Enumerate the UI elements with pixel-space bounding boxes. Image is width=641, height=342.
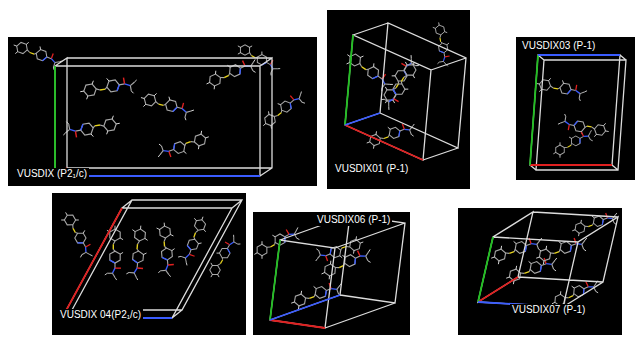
refcode-label: VUSDIX (P2₁/c): [15, 168, 89, 180]
refcode-label: VUSDIX 04(P2₁/c): [58, 309, 143, 321]
structure-panel: VUSDIX (P2₁/c): [8, 37, 317, 186]
refcode-label: VUSDIX03 (P-1): [520, 40, 597, 52]
refcode-label: VUSDIX07 (P-1): [510, 304, 587, 316]
refcode-label: VUSDIX06 (P-1): [315, 214, 392, 226]
structure-panel: VUSDIX06 (P-1): [253, 212, 410, 335]
structure-panel: VUSDIX03 (P-1): [516, 37, 635, 180]
structure-panel: VUSDIX01 (P-1): [327, 10, 470, 189]
structure-panel: VUSDIX07 (P-1): [458, 208, 622, 335]
structure-panel: VUSDIX 04(P2₁/c): [52, 193, 246, 335]
refcode-label: VUSDIX01 (P-1): [333, 163, 410, 175]
